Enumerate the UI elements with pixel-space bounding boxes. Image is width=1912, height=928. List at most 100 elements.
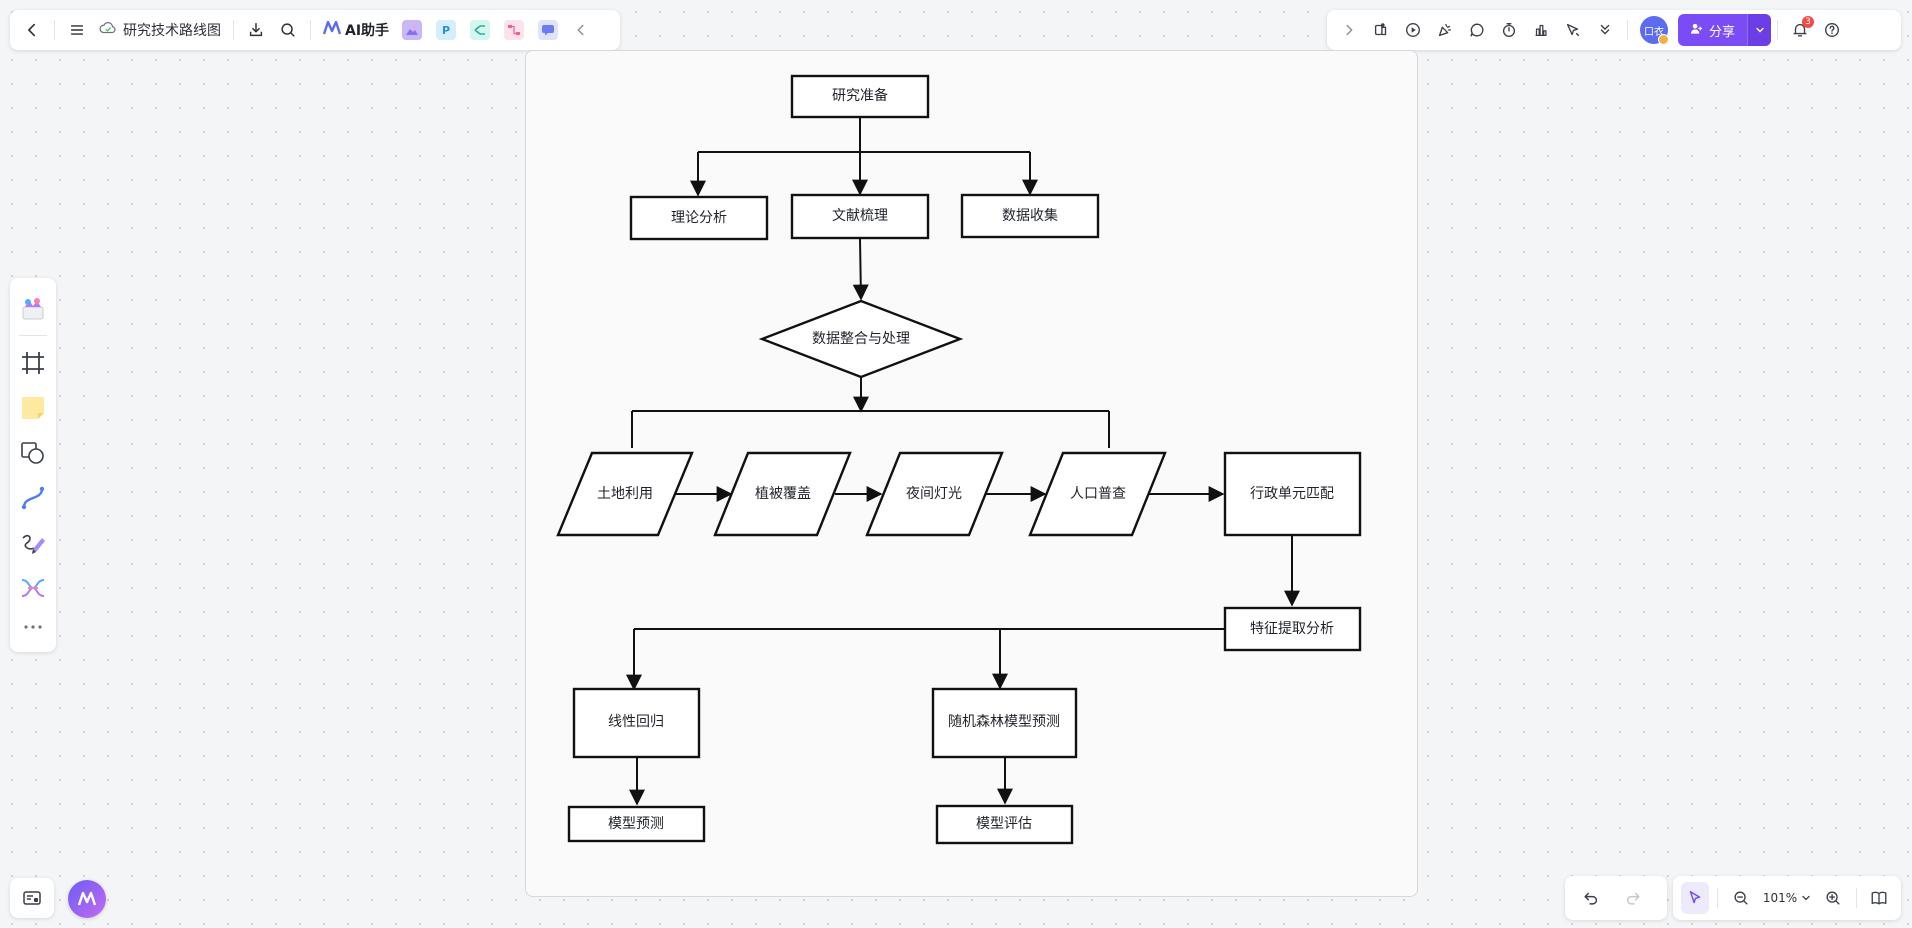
zoom-out-icon[interactable] [1726, 882, 1754, 914]
search-icon[interactable] [272, 14, 304, 46]
shape-tool-icon[interactable] [10, 430, 56, 475]
node-label-census: 人口普查 [1070, 486, 1126, 502]
node-box[interactable] [790, 193, 930, 240]
zoom-controls: 101% [1673, 876, 1901, 920]
canvas-frame[interactable]: 研究准备 理论分析 文献梳理 数据收集 数据整合与处理 土地利用 植被覆盖 夜间… [525, 50, 1418, 897]
minimap-icon [23, 891, 41, 905]
share-button[interactable]: 分享 [1678, 14, 1772, 46]
notification-badge: 3 [1802, 16, 1815, 28]
divider [1855, 888, 1857, 908]
ai-logo-icon [77, 891, 97, 906]
node-parallelogram[interactable] [713, 451, 852, 537]
node-label-evaluate: 模型评估 [976, 816, 1032, 832]
redo-icon[interactable] [1617, 882, 1649, 914]
node-label-landuse: 土地利用 [597, 486, 653, 502]
more-tools-icon[interactable] [10, 610, 56, 644]
node-label-theory: 理论分析 [671, 210, 727, 226]
vote-icon[interactable] [1525, 14, 1557, 46]
ai-logo-icon [322, 20, 342, 39]
divider [1717, 888, 1719, 908]
download-icon[interactable] [240, 14, 272, 46]
connector-tool-icon[interactable] [10, 475, 56, 520]
user-avatar[interactable]: 口衣 [1640, 16, 1669, 45]
share-dropdown-toggle[interactable] [1747, 14, 1772, 46]
templates-icon[interactable] [1365, 14, 1397, 46]
pen-tool-icon[interactable] [10, 520, 56, 565]
node-box[interactable] [567, 805, 706, 843]
comment-icon[interactable] [1461, 14, 1493, 46]
celebrate-icon[interactable] [1429, 14, 1461, 46]
present-icon[interactable] [1397, 14, 1429, 46]
share-main-button[interactable]: 分享 [1678, 14, 1747, 46]
minimap-toggle[interactable] [10, 878, 54, 918]
back-icon[interactable] [16, 14, 48, 46]
notification-bell-icon[interactable]: 3 [1784, 14, 1816, 46]
mindmap-tool-icon[interactable] [10, 565, 56, 610]
mindmap-app-icon[interactable] [470, 20, 491, 40]
document-title[interactable]: 研究技术路线图 [93, 20, 227, 40]
laser-pointer-icon[interactable] [1557, 14, 1589, 46]
book-guide-icon[interactable] [1865, 882, 1893, 914]
ai-floating-button[interactable] [68, 880, 106, 918]
timer-icon[interactable] [1493, 14, 1525, 46]
node-label-linear: 线性回归 [608, 713, 664, 730]
divider [310, 20, 311, 40]
top-right-toolbar: 口衣 分享 3 [1327, 10, 1901, 50]
left-toolbar [10, 278, 56, 652]
node-label-admin: 行政单元匹配 [1250, 486, 1334, 502]
node-label-collect: 数据收集 [1002, 207, 1058, 224]
node-label-nightlight: 夜间灯光 [906, 486, 962, 502]
ai-assistant-button[interactable]: AI助手 [317, 20, 395, 40]
node-parallelogram[interactable] [1028, 451, 1167, 537]
node-label-prep: 研究准备 [832, 87, 888, 104]
zoom-level-text: 101% [1762, 891, 1798, 905]
divider [1777, 20, 1779, 40]
ai-assistant-label: AI助手 [345, 23, 390, 39]
zoom-level-select[interactable]: 101% [1757, 891, 1817, 905]
node-diamond[interactable] [758, 299, 964, 379]
node-label-predict: 模型预测 [608, 816, 664, 832]
node-box[interactable] [1223, 606, 1362, 652]
node-box[interactable] [935, 804, 1074, 845]
node-box[interactable] [572, 687, 701, 759]
node-label-forest: 随机森林模型预测 [948, 714, 1060, 730]
divider [1627, 20, 1628, 40]
cloud-saved-icon [99, 21, 117, 39]
node-label-feature: 特征提取分析 [1250, 621, 1334, 637]
divider [233, 20, 234, 40]
undo-icon[interactable] [1575, 882, 1607, 914]
more-down-icon[interactable] [1589, 14, 1621, 46]
zoom-in-icon[interactable] [1819, 882, 1847, 914]
expand-right-icon[interactable] [1333, 14, 1365, 46]
help-icon[interactable] [1816, 14, 1848, 46]
top-left-toolbar: 研究技术路线图 AI助手 P [10, 10, 620, 50]
flowchart-diagram: 研究准备 理论分析 文献梳理 数据收集 数据整合与处理 土地利用 植被覆盖 夜间… [556, 74, 1362, 845]
chevron-down-icon [1755, 27, 1764, 33]
presentation-app-icon[interactable]: P [436, 20, 457, 40]
node-box[interactable] [629, 195, 769, 241]
sticky-note-icon[interactable] [10, 385, 56, 430]
select-pointer-icon[interactable] [1681, 882, 1710, 914]
collapse-left-icon[interactable] [565, 14, 597, 46]
node-box[interactable] [790, 74, 930, 119]
node-box[interactable] [1223, 451, 1362, 537]
image-app-icon[interactable] [402, 20, 423, 40]
menu-icon[interactable] [61, 14, 93, 46]
node-parallelogram[interactable] [556, 451, 694, 537]
chat-app-icon[interactable] [538, 20, 559, 40]
node-label-literature: 文献梳理 [832, 208, 888, 224]
divider [54, 20, 55, 40]
flowchart-app-icon[interactable] [504, 20, 525, 40]
divider [19, 335, 47, 336]
add-user-icon [1690, 22, 1703, 39]
node-box[interactable] [931, 687, 1078, 759]
template-library-icon[interactable] [10, 286, 56, 331]
node-parallelogram[interactable] [865, 451, 1004, 537]
avatar-text: 口衣 [1644, 26, 1664, 38]
frame-tool-icon[interactable] [10, 340, 56, 385]
node-label-vegetation: 植被覆盖 [755, 486, 811, 502]
history-controls [1565, 876, 1667, 920]
connector [852, 238, 869, 301]
share-label: 分享 [1709, 24, 1736, 40]
node-box[interactable] [960, 193, 1100, 239]
